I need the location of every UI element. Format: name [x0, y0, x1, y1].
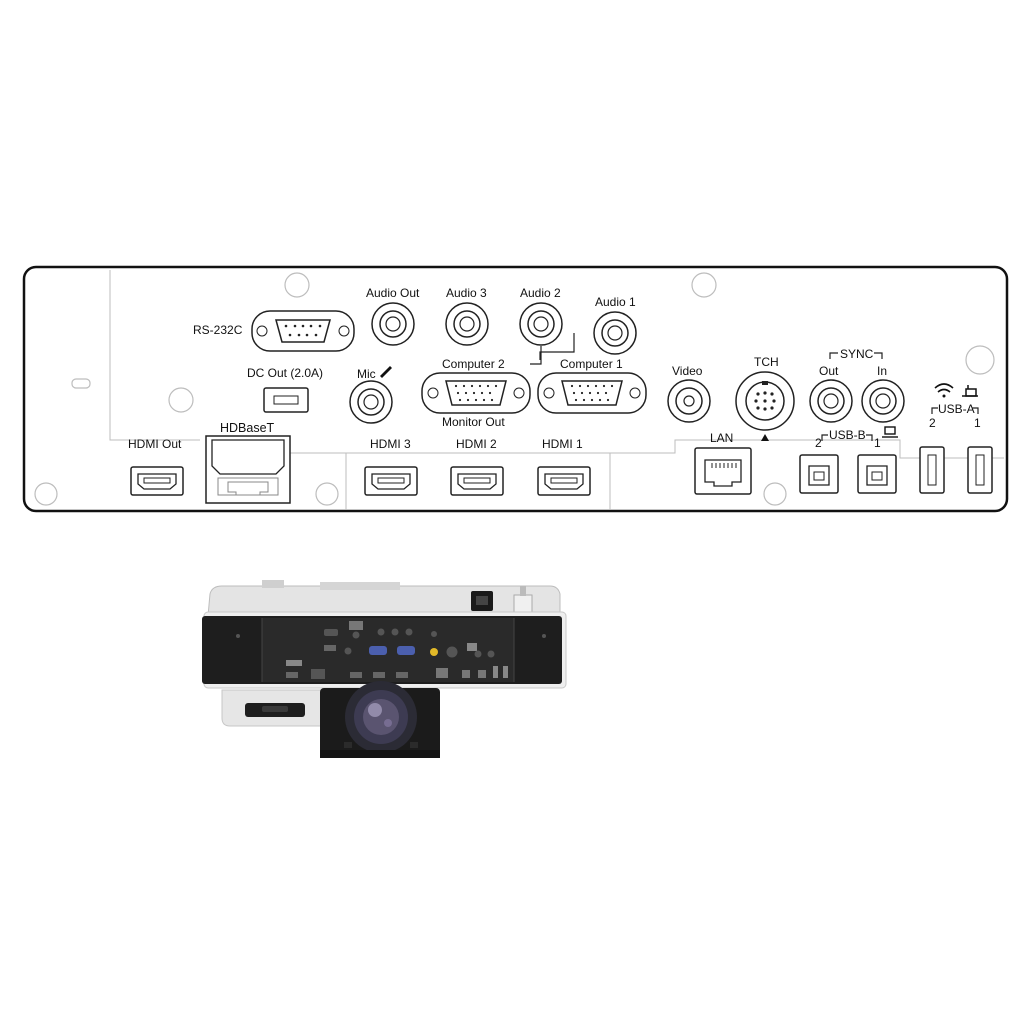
lan-label: LAN: [710, 431, 733, 445]
audio-3-label: Audio 3: [446, 286, 487, 300]
usb-b-bracket: [821, 434, 828, 441]
hdmi-3-port[interactable]: [364, 466, 418, 496]
computer-2-label: Computer 2: [442, 357, 505, 371]
hdbaset-port[interactable]: [205, 435, 291, 504]
screw-hole: [691, 272, 717, 298]
hdmi-3-label: HDMI 3: [370, 437, 411, 451]
sync-bracket: [829, 352, 838, 359]
hdmi-2-label: HDMI 2: [456, 437, 497, 451]
usb-a-port-2[interactable]: [919, 446, 945, 494]
screw-hole: [34, 482, 58, 506]
dc-out-port[interactable]: [263, 387, 309, 413]
audio-2-jack[interactable]: [519, 302, 563, 346]
audio1-computer1-link: [539, 333, 575, 360]
video-label: Video: [672, 364, 703, 378]
hdmi-2-port[interactable]: [450, 466, 504, 496]
audio-2-label: Audio 2: [520, 286, 561, 300]
sync-out-label: Out: [819, 364, 839, 378]
computer-1-port[interactable]: [537, 372, 647, 414]
usb-a-bracket-right: [972, 407, 979, 414]
sync-bracket-right: [874, 352, 883, 359]
mini-ports: [286, 621, 508, 679]
tch-label: TCH: [754, 355, 779, 369]
usb-b-label: USB-B: [829, 428, 866, 442]
lan-port[interactable]: [694, 447, 752, 495]
mic-label: Mic: [357, 367, 376, 381]
usb-b-2-label: 2: [815, 436, 822, 450]
hdmi-1-label: HDMI 1: [542, 437, 583, 451]
screw-hole: [965, 345, 995, 375]
panel-slot: [71, 378, 91, 389]
usb-b-port-2[interactable]: [799, 454, 839, 494]
mic-jack[interactable]: [349, 380, 393, 424]
rs232c-port[interactable]: [251, 310, 355, 352]
mic-icon: [380, 366, 392, 378]
usb-a-label: USB-A: [938, 402, 975, 416]
usb-stick-icon: [962, 385, 978, 397]
panel-inner-lines: [109, 270, 1004, 510]
sync-in-jack[interactable]: [861, 379, 905, 423]
screw-hole: [284, 272, 310, 298]
hdmi-1-port[interactable]: [537, 466, 591, 496]
usb-a-port-1[interactable]: [967, 446, 993, 494]
sync-out-jack[interactable]: [809, 379, 853, 423]
projector-photo: [202, 580, 567, 758]
audio-3-jack[interactable]: [445, 302, 489, 346]
rs232c-label: RS-232C: [193, 323, 243, 337]
audio-out-label: Audio Out: [366, 286, 420, 300]
video-jack[interactable]: [667, 379, 711, 423]
sync-in-label: In: [877, 364, 887, 378]
screw-hole: [315, 482, 339, 506]
usb-b-port-1[interactable]: [857, 454, 897, 494]
audio-1-jack[interactable]: [593, 311, 637, 355]
sync-label: SYNC: [840, 347, 874, 361]
audio-out-jack[interactable]: [371, 302, 415, 346]
screw-hole: [763, 482, 787, 506]
connector-panel: RS-232C Audio Out Audio 3 Audio 2: [22, 265, 1009, 513]
usb-a-bracket: [931, 407, 938, 414]
computer-icon: [882, 426, 898, 438]
monitor-out-label: Monitor Out: [442, 415, 505, 429]
dc-out-label: DC Out (2.0A): [247, 366, 323, 380]
hdmi-out-port[interactable]: [130, 466, 184, 496]
hdmi-out-label: HDMI Out: [128, 437, 182, 451]
hdbaset-label: HDBaseT: [220, 421, 275, 435]
computer-1-label: Computer 1: [560, 357, 623, 371]
usb-b-bracket-right: [866, 434, 873, 441]
tch-port[interactable]: [735, 371, 795, 431]
usb-a-1-label: 1: [974, 416, 981, 430]
computer-2-port[interactable]: [421, 372, 531, 414]
screw-hole: [168, 387, 194, 413]
triangle-icon: [761, 434, 769, 441]
usb-b-1-label: 1: [874, 436, 881, 450]
audio-1-label: Audio 1: [595, 295, 636, 309]
screw-holes: [34, 272, 995, 506]
wifi-icon: [934, 383, 954, 398]
usb-a-2-label: 2: [929, 416, 936, 430]
